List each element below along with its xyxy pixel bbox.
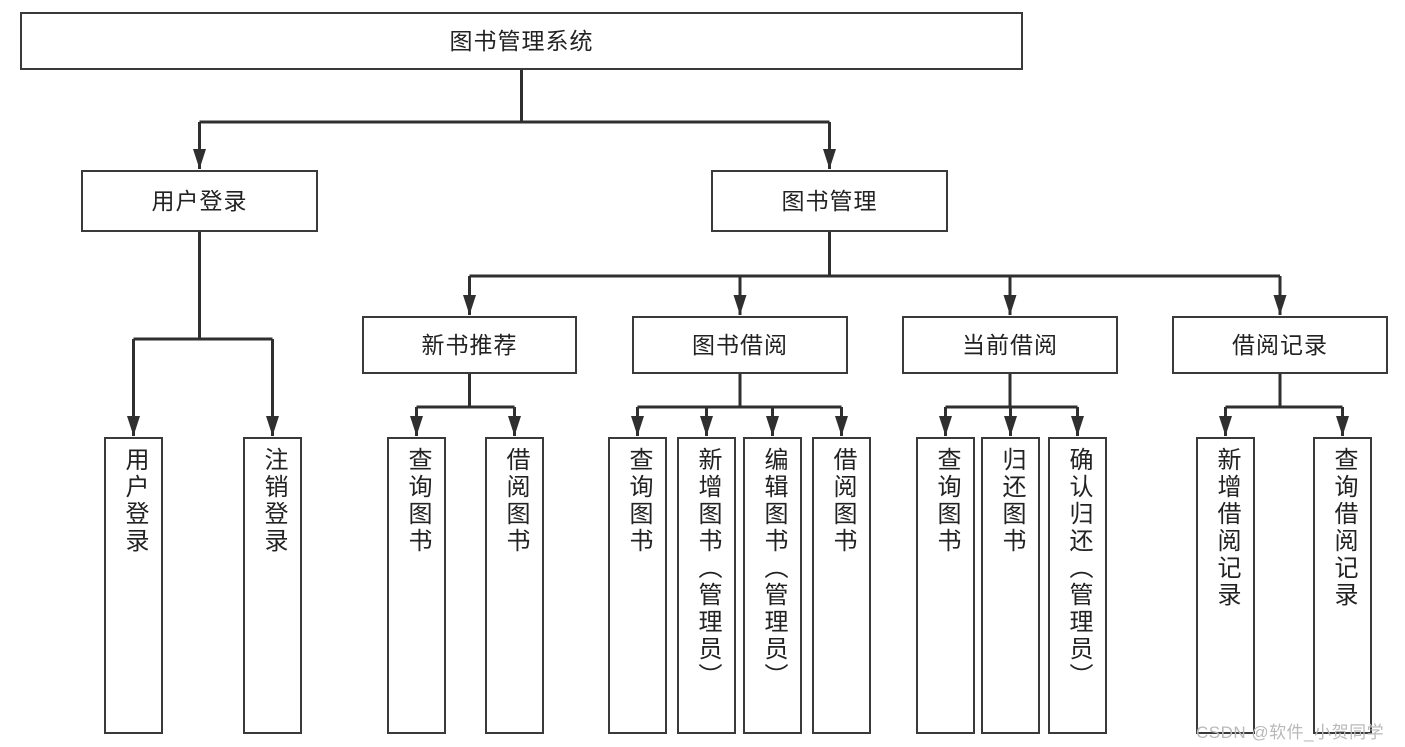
node-book-manage[interactable]: 图书管理 xyxy=(711,170,948,232)
node-label: 新书推荐 xyxy=(421,331,518,358)
node-leaf-edit-book[interactable]: 编辑图书（管理员） xyxy=(743,437,802,734)
node-leaf-logout[interactable]: 注销登录 xyxy=(243,437,302,734)
node-label: 图书管理系统 xyxy=(449,27,594,54)
node-label: 查询图书 xyxy=(932,447,960,555)
node-label: 新增图书（管理员） xyxy=(693,447,721,690)
node-current-borrow[interactable]: 当前借阅 xyxy=(902,316,1118,374)
node-label: 归还图书 xyxy=(997,447,1025,555)
node-label: 用户登录 xyxy=(151,187,248,214)
node-label: 当前借阅 xyxy=(962,331,1058,358)
node-leaf-query-2[interactable]: 查询图书 xyxy=(608,437,667,734)
node-label: 查询图书 xyxy=(624,447,652,555)
node-label: 确认归还（管理员） xyxy=(1064,447,1092,690)
node-new-book-rec[interactable]: 新书推荐 xyxy=(362,316,577,374)
node-label: 新增借阅记录 xyxy=(1212,447,1240,609)
node-leaf-confirm[interactable]: 确认归还（管理员） xyxy=(1048,437,1107,734)
node-label: 借阅图书 xyxy=(501,447,529,555)
node-label: 借阅图书 xyxy=(828,447,856,555)
node-leaf-borrow-1[interactable]: 借阅图书 xyxy=(485,437,544,734)
node-label: 图书管理 xyxy=(781,187,878,214)
node-label: 用户登录 xyxy=(120,447,148,555)
node-leaf-query-1[interactable]: 查询图书 xyxy=(387,437,446,734)
watermark-label: CSDN @软件_小贺同学 xyxy=(1196,723,1385,742)
node-leaf-add-book[interactable]: 新增图书（管理员） xyxy=(677,437,736,734)
node-borrow-record[interactable]: 借阅记录 xyxy=(1172,316,1388,374)
node-leaf-user-login[interactable]: 用户登录 xyxy=(104,437,163,734)
node-label: 图书借阅 xyxy=(692,331,788,358)
node-user-login[interactable]: 用户登录 xyxy=(81,170,318,232)
node-leaf-return[interactable]: 归还图书 xyxy=(981,437,1040,734)
node-leaf-borrow-2[interactable]: 借阅图书 xyxy=(812,437,871,734)
node-root[interactable]: 图书管理系统 xyxy=(20,12,1023,70)
node-label: 借阅记录 xyxy=(1232,331,1328,358)
node-book-borrow[interactable]: 图书借阅 xyxy=(632,316,848,374)
node-label: 查询借阅记录 xyxy=(1329,447,1357,609)
node-leaf-query-3[interactable]: 查询图书 xyxy=(916,437,975,734)
node-label: 查询图书 xyxy=(403,447,431,555)
node-label: 注销登录 xyxy=(259,447,287,555)
node-leaf-query-rec[interactable]: 查询借阅记录 xyxy=(1313,437,1372,734)
node-label: 编辑图书（管理员） xyxy=(759,447,787,690)
node-leaf-add-rec[interactable]: 新增借阅记录 xyxy=(1196,437,1255,734)
